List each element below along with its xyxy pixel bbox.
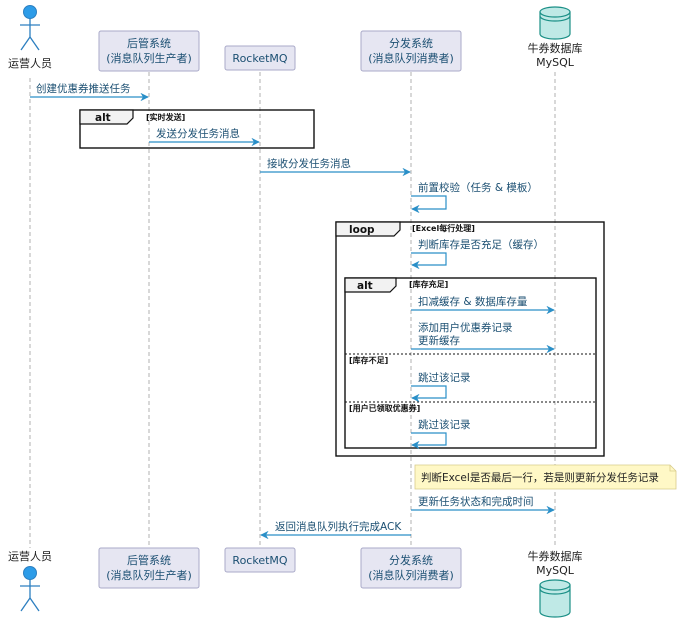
message-label-line2: 更新缓存 — [418, 334, 460, 347]
message-label: 扣减缓存 & 数据库存量 — [418, 295, 528, 308]
participant-label: RocketMQ — [232, 554, 287, 567]
message-self-arrow — [411, 195, 447, 214]
actor-leg-icon — [20, 597, 31, 612]
frame-alt-stock: alt [库存充足] [库存不足] [用户已领取优惠券] — [344, 277, 597, 449]
message-5-self: 判断库存是否充足（缓存） — [411, 238, 544, 270]
participant-sublabel: MySQL — [536, 564, 575, 577]
message-label: 添加用户优惠券记录 — [418, 321, 513, 334]
participant-label: 牛券数据库 — [528, 41, 583, 55]
actor-ops-top: 运营人员 — [8, 5, 52, 70]
message-label: 判断库存是否充足（缓存） — [418, 238, 544, 251]
note-box — [414, 464, 677, 490]
message-self-arrow — [411, 252, 447, 270]
message-3: 接收分发任务消息 — [260, 157, 411, 177]
message-label: 前置校验（任务 & 模板） — [418, 181, 538, 194]
participant-admin-bottom: 后管系统 (消息队列生产者) — [98, 547, 200, 589]
participant-sublabel: (消息队列生产者) — [106, 51, 192, 65]
participant-label: 运营人员 — [8, 549, 52, 563]
participant-db-top: 牛券数据库 MySQL — [528, 6, 583, 69]
message-label: 跳过该记录 — [418, 418, 471, 431]
frame-guard: [实时发送] — [146, 112, 185, 122]
database-rim-icon — [539, 588, 571, 595]
participant-dist-top: 分发系统 (消息队列消费者) — [360, 30, 462, 72]
actor-head-icon — [23, 566, 37, 580]
note-fold-icon — [669, 465, 676, 472]
message-label: 更新任务状态和完成时间 — [418, 495, 534, 508]
database-icon — [539, 6, 571, 40]
message-6: 扣减缓存 & 数据库存量 — [411, 295, 555, 315]
frame-section-guard: [用户已领取优惠券] — [349, 403, 420, 413]
message-label: 发送分发任务消息 — [156, 127, 240, 140]
frame-tab — [335, 221, 401, 237]
message-8-self: 跳过该记录 — [411, 371, 471, 403]
message-label: 创建优惠券推送任务 — [36, 82, 131, 95]
actor-leg-icon — [29, 597, 40, 612]
message-label: 返回消息队列执行完成ACK — [275, 520, 402, 533]
frame-border — [344, 277, 597, 449]
participant-label: 后管系统 — [127, 553, 171, 567]
participant-admin-top: 后管系统 (消息队列生产者) — [98, 30, 200, 72]
message-9-self: 跳过该记录 — [411, 418, 471, 450]
participant-label: 牛券数据库 — [528, 549, 583, 563]
actor-leg-icon — [29, 36, 40, 51]
frame-section-guard: [库存不足] — [349, 355, 388, 365]
participant-dist-bottom: 分发系统 (消息队列消费者) — [360, 547, 462, 589]
frame-keyword: alt — [357, 280, 373, 292]
participant-sublabel: (消息队列消费者) — [368, 568, 454, 582]
frame-loop: loop [Excel每行处理] — [335, 221, 605, 457]
database-icon — [539, 579, 571, 618]
note-text: 判断Excel是否最后一行，若是则更新分发任务记录 — [421, 471, 659, 484]
participant-box — [224, 547, 296, 573]
frame-tab — [344, 277, 397, 293]
message-self-arrow — [411, 432, 447, 450]
message-label: 跳过该记录 — [418, 371, 471, 384]
participant-sublabel: MySQL — [536, 56, 575, 69]
message-self-arrow — [411, 385, 447, 403]
participant-label: 分发系统 — [389, 36, 433, 50]
actor-head-icon — [23, 5, 37, 19]
message-10: 更新任务状态和完成时间 — [411, 495, 555, 515]
participant-label: RocketMQ — [232, 52, 287, 65]
actor-leg-icon — [20, 36, 31, 51]
frame-alt-realtime: alt [实时发送] — [79, 109, 315, 149]
database-rim-icon — [539, 11, 571, 18]
message-4-self: 前置校验（任务 & 模板） — [411, 181, 538, 214]
note: 判断Excel是否最后一行，若是则更新分发任务记录 — [414, 464, 677, 490]
participant-label: 后管系统 — [127, 36, 171, 50]
database-rim-icon — [539, 15, 571, 22]
frame-tab — [79, 109, 134, 125]
participant-box — [360, 547, 462, 589]
frame-keyword: alt — [95, 112, 111, 124]
database-rim-icon — [539, 584, 571, 591]
message-1: 创建优惠券推送任务 — [30, 82, 149, 102]
message-2: 发送分发任务消息 — [149, 127, 260, 147]
participant-box — [98, 547, 200, 589]
participant-mq-top: RocketMQ — [224, 45, 296, 71]
frame-guard: [库存充足] — [409, 279, 448, 289]
participant-box — [224, 45, 296, 71]
actor-ops-bottom: 运营人员 — [8, 549, 52, 612]
message-7: 添加用户优惠券记录 更新缓存 — [411, 321, 555, 354]
message-11: 返回消息队列执行完成ACK — [260, 520, 411, 540]
participant-db-bottom: 牛券数据库 MySQL — [528, 549, 583, 618]
participant-sublabel: (消息队列消费者) — [368, 51, 454, 65]
participant-mq-bottom: RocketMQ — [224, 547, 296, 573]
message-label: 接收分发任务消息 — [267, 157, 351, 170]
participant-label: 分发系统 — [389, 553, 433, 567]
frame-border — [335, 221, 605, 457]
frame-guard: [Excel每行处理] — [412, 223, 475, 233]
frame-border — [79, 109, 315, 149]
frame-keyword: loop — [349, 224, 375, 236]
participant-label: 运营人员 — [8, 56, 52, 70]
participant-box — [360, 30, 462, 72]
participant-box — [98, 30, 200, 72]
participant-sublabel: (消息队列生产者) — [106, 568, 192, 582]
